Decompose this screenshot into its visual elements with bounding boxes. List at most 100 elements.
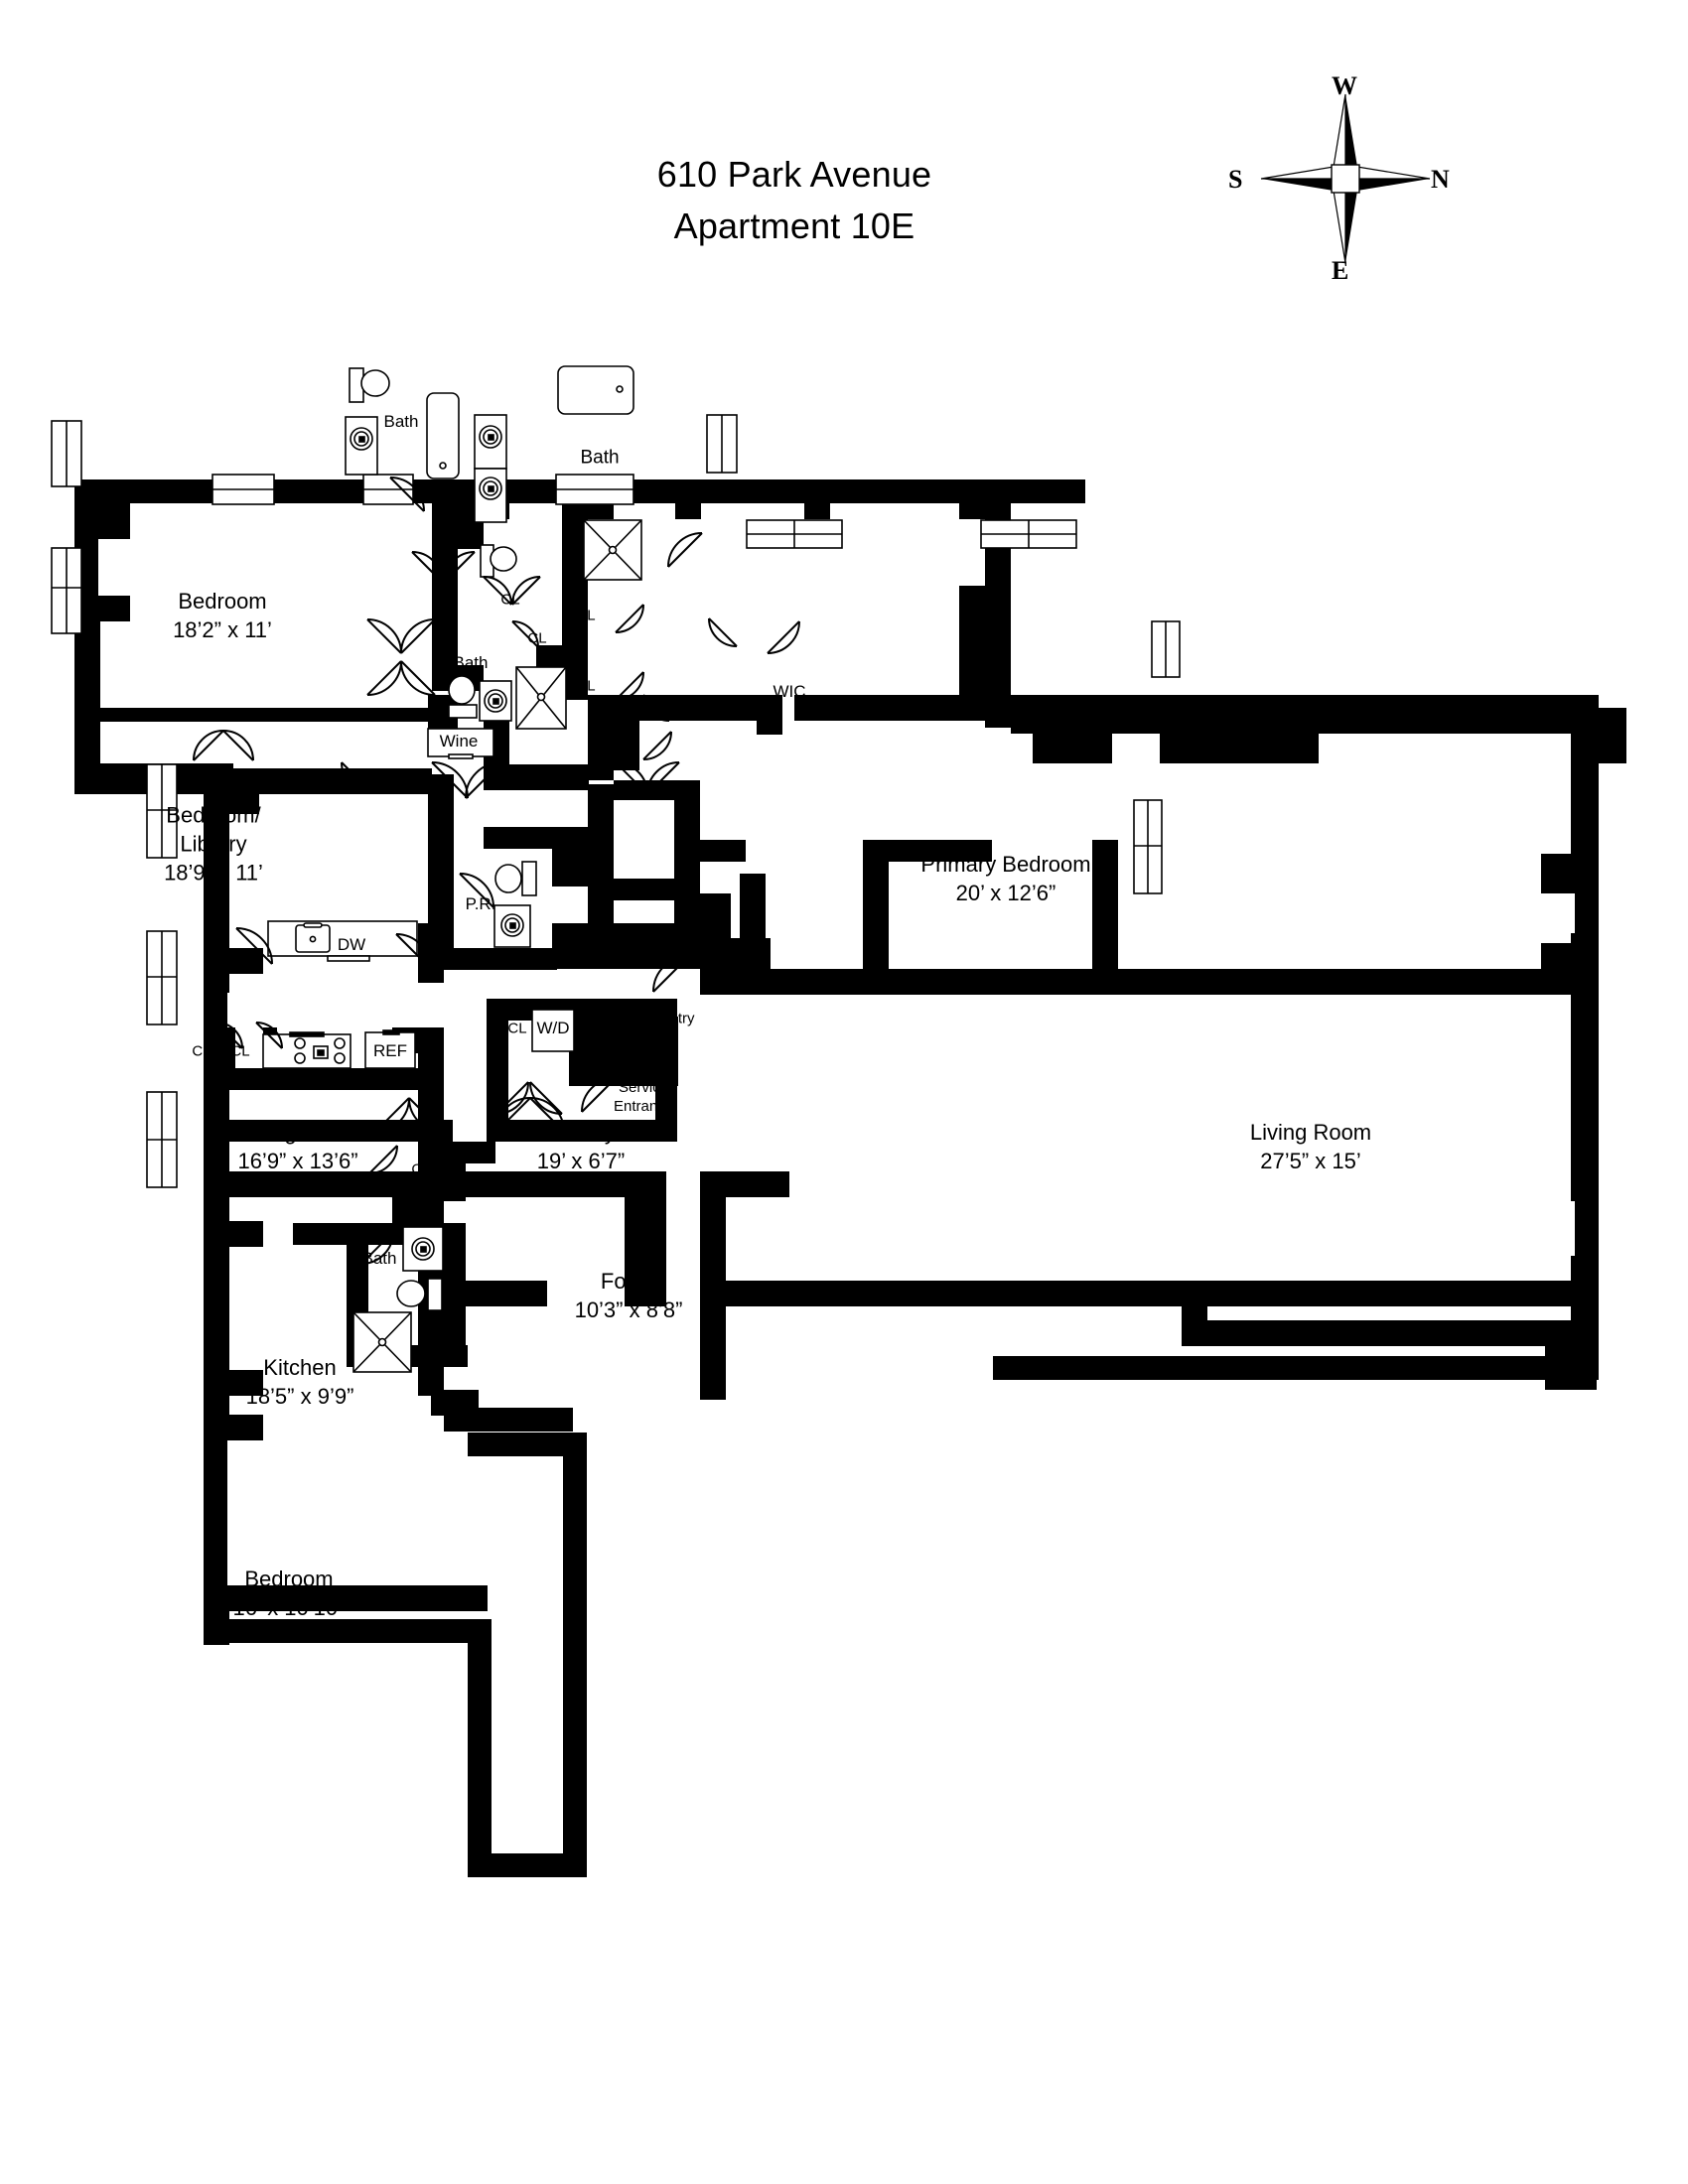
door-hall-cl2 <box>483 576 512 606</box>
bathtub-nw-bath <box>426 392 460 479</box>
label-bath-mid: Bath <box>453 653 489 672</box>
sink-bath-mid <box>479 680 512 722</box>
door-hall-cl6a <box>642 694 670 722</box>
dishwasher <box>327 955 370 962</box>
window-west-1 <box>51 420 82 487</box>
door-library-d <box>400 660 436 696</box>
sink-nw-bath <box>345 416 378 476</box>
window-west-2 <box>51 547 82 634</box>
label-entry: Entry <box>659 1010 695 1027</box>
door-powder-room <box>459 873 494 908</box>
refrigerator <box>364 1029 416 1069</box>
window-primary-1 <box>746 519 843 549</box>
kitchen-sink <box>267 920 418 957</box>
sink-primary-1 <box>474 414 507 470</box>
label-wic: WIC <box>773 682 806 701</box>
door-hall-cl1 <box>411 551 443 583</box>
toilet-bath-mid <box>448 675 478 719</box>
compass-rose: W S N E <box>1228 71 1450 285</box>
wine-cabinet <box>427 728 494 759</box>
window-west-5 <box>146 1091 178 1188</box>
sink-powder-room <box>493 904 531 948</box>
building-address: 610 Park Avenue <box>656 154 932 195</box>
label-closet-hall-2: CL <box>500 591 520 609</box>
range <box>262 1031 352 1069</box>
window-west-4 <box>146 930 178 1025</box>
room-label-bedroom-library: Bedroom/ Library 18’9” x 11’ <box>164 802 263 886</box>
door-kitchen-south-b <box>408 1097 444 1133</box>
door-gallery-foyer-b <box>646 761 680 795</box>
fixtures-layer <box>262 365 642 1373</box>
room-label-bedroom-nw: Bedroom 18’2” x 11’ <box>173 589 272 642</box>
door-hall-south-a <box>495 1097 531 1133</box>
door-hall-south-b <box>529 1097 565 1133</box>
toilet-powder-room <box>494 861 537 896</box>
door-wd-cl-b <box>529 1081 563 1115</box>
room-label-bedroom-sw: Bedroom 16’ x 10’10” <box>232 1567 346 1620</box>
window-east-1 <box>1151 620 1181 678</box>
compass-label-bottom: E <box>1332 256 1349 285</box>
toilet-sw-bath <box>396 1278 443 1311</box>
shower-bath-mid <box>515 666 567 730</box>
door-bed-sw-bath <box>360 1231 394 1265</box>
sink-sw-bath <box>402 1226 444 1272</box>
door-entry <box>652 955 690 993</box>
label-dishwasher: DW <box>337 935 366 954</box>
label-bath-nw: Bath <box>383 412 419 431</box>
door-hall-cl6b <box>642 731 672 760</box>
label-washer-dryer: W/D <box>536 1019 570 1037</box>
door-library-dining-a <box>193 730 224 761</box>
bathtub-primary <box>557 365 634 415</box>
toilet-mid <box>480 544 517 578</box>
label-closet-bedroom-sw: CL <box>411 1160 431 1178</box>
compass-label-right: N <box>1431 165 1450 194</box>
door-hall-cl4 <box>615 604 644 633</box>
sink-primary-2 <box>474 468 507 523</box>
label-service-entrance: Service Entrance <box>613 1079 674 1115</box>
label-closet-hall-4: CL <box>576 607 596 624</box>
windows-layer <box>51 414 1181 1188</box>
label-closet-hall-3: CL <box>527 629 547 647</box>
shower-sw-bath <box>352 1311 412 1373</box>
label-wine: Wine <box>439 732 479 751</box>
door-kitchen-gallery <box>395 933 431 969</box>
window-west-3 <box>146 763 178 859</box>
door-nw-bath <box>389 477 425 512</box>
door-hall-cl1b <box>444 551 476 583</box>
room-label-foyer: Foyer 10’3” x 8’8” <box>574 1269 683 1322</box>
door-wic <box>767 620 800 654</box>
label-closet-kitchen-1: CL <box>192 1042 211 1060</box>
label-bath-sw: Bath <box>361 1249 397 1268</box>
toilet-nw-bath <box>349 367 390 403</box>
label-refrigerator: REF <box>373 1041 407 1060</box>
label-closet-hall-6: CL <box>682 698 702 716</box>
room-label-dining-room: Dining Room 16’9” x 13’6” <box>234 1120 361 1173</box>
window-top-2 <box>362 474 414 505</box>
label-powder-room: P.R. <box>465 894 496 913</box>
label-closet-hall-1: CL <box>435 567 455 585</box>
apartment-number: Apartment 10E <box>673 205 915 246</box>
door-hall-cl5 <box>615 671 644 701</box>
room-label-kitchen: Kitchen 18’5” x 9’9” <box>245 1355 354 1409</box>
door-library-b <box>400 618 436 654</box>
door-wine-b <box>465 761 502 799</box>
door-kitchen-cl1 <box>215 1022 243 1049</box>
label-closet-kitchen-2: CL <box>230 1042 250 1060</box>
shower-primary <box>583 519 642 581</box>
door-library-a <box>366 618 402 654</box>
door-hall-cl3 <box>511 620 539 648</box>
window-top-3 <box>555 474 634 505</box>
door-library-dining-b <box>222 730 254 761</box>
room-label-gallery: Gallery 19’ x 6’7” <box>536 1120 626 1173</box>
room-label-primary-bedroom: Primary Bedroom 20’ x 12’6” <box>920 852 1091 905</box>
label-bath-primary: Bath <box>580 447 620 469</box>
compass-label-left: S <box>1228 165 1243 194</box>
label-closet-hall-5: CL <box>576 677 596 695</box>
door-bed-sw-cl-a <box>368 1145 398 1174</box>
door-gallery-a <box>341 761 372 793</box>
doors-layer <box>193 477 800 1265</box>
door-library-c <box>366 660 402 696</box>
page-title: 610 Park Avenue Apartment 10E <box>556 149 1033 252</box>
